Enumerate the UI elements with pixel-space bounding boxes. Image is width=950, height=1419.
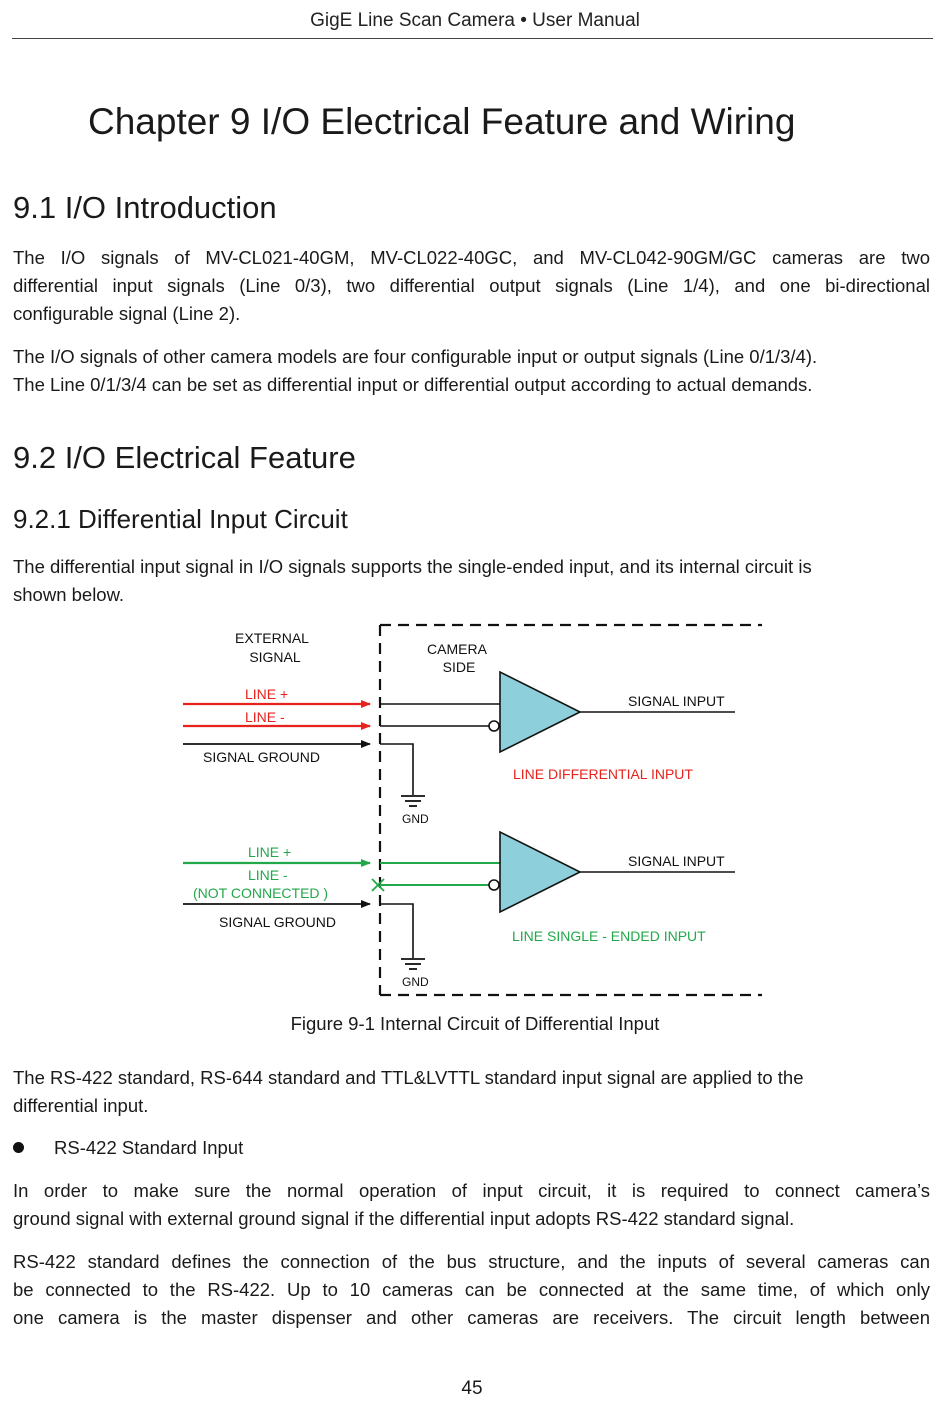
differential-receiver-triangle [499,670,582,754]
single-ended-receiver-triangle [499,830,582,914]
standards-paragraph: The RS-422 standard, RS-644 standard and… [13,1064,930,1120]
signal-ground-label-se: SIGNAL GROUND [219,914,336,930]
differential-input-intro: The differential input signal in I/O sig… [13,553,930,609]
not-connected-label: (NOT CONNECTED ) [193,885,328,901]
text-line: be connected to the RS-422. Up to 10 cam… [13,1279,930,1300]
line-plus-label-se: LINE + [248,844,291,860]
text-line: one camera is the master dispenser and o… [13,1307,930,1328]
bullet-icon [13,1142,24,1153]
external-signal-label: SIGNAL [249,649,301,665]
section-heading-9-2: 9.2 I/O Electrical Feature [13,440,356,475]
header-divider [12,38,933,39]
inverting-input-bubble-se [488,879,500,891]
external-signal-label: EXTERNAL [235,630,309,646]
gnd-label-se: GND [402,975,429,989]
subsection-heading-9-2-1: 9.2.1 Differential Input Circuit [13,504,348,534]
signal-input-label-se: SIGNAL INPUT [628,853,725,869]
differential-input-label: LINE DIFFERENTIAL INPUT [513,766,693,782]
text-line: The I/O signals of other camera models a… [13,346,818,367]
single-ended-input-label: LINE SINGLE - ENDED INPUT [512,928,706,944]
text-line: differential input. [13,1095,149,1116]
figure-caption: Figure 9-1 Internal Circuit of Different… [290,1013,660,1034]
bullet-rs422-input: RS-422 Standard Input [54,1137,244,1158]
page-number: 45 [461,1378,483,1399]
camera-side-label: SIDE [443,659,476,675]
intro-paragraph-2: The I/O signals of other camera models a… [13,343,930,399]
camera-side-label: CAMERA [427,641,488,657]
text-line: RS-422 standard defines the connection o… [13,1251,930,1272]
text-line: In order to make sure the normal operati… [13,1180,930,1201]
running-header: GigE Line Scan Camera • User Manual [310,10,640,31]
text-line: shown below. [13,584,125,605]
line-minus-label: LINE - [245,709,285,725]
gnd-label: GND [402,812,429,826]
rs422-bus-paragraph: RS-422 standard defines the connection o… [13,1248,930,1332]
ground-wire-internal-se [380,903,414,958]
section-heading-9-1: 9.1 I/O Introduction [13,190,277,225]
text-line: differential input signals (Line 0/3), t… [13,275,930,296]
chapter-title: Chapter 9 I/O Electrical Feature and Wir… [88,101,796,142]
ground-wire-internal [380,743,414,795]
text-line: ground signal with external ground signa… [13,1208,795,1229]
text-line: The RS-422 standard, RS-644 standard and… [13,1067,804,1088]
text-line: The I/O signals of MV-CL021-40GM, MV-CL0… [13,247,930,268]
intro-paragraph-1: The I/O signals of MV-CL021-40GM, MV-CL0… [13,244,930,328]
signal-input-label: SIGNAL INPUT [628,693,725,709]
line-plus-label: LINE + [245,686,288,702]
signal-ground-label: SIGNAL GROUND [203,749,320,765]
inverting-input-bubble [488,720,500,732]
text-line: The differential input signal in I/O sig… [13,556,812,577]
rs422-ground-paragraph: In order to make sure the normal operati… [13,1177,930,1233]
text-line: configurable signal (Line 2). [13,303,241,324]
line-minus-label-se: LINE - [248,867,288,883]
text-line: The Line 0/1/3/4 can be set as different… [13,374,813,395]
